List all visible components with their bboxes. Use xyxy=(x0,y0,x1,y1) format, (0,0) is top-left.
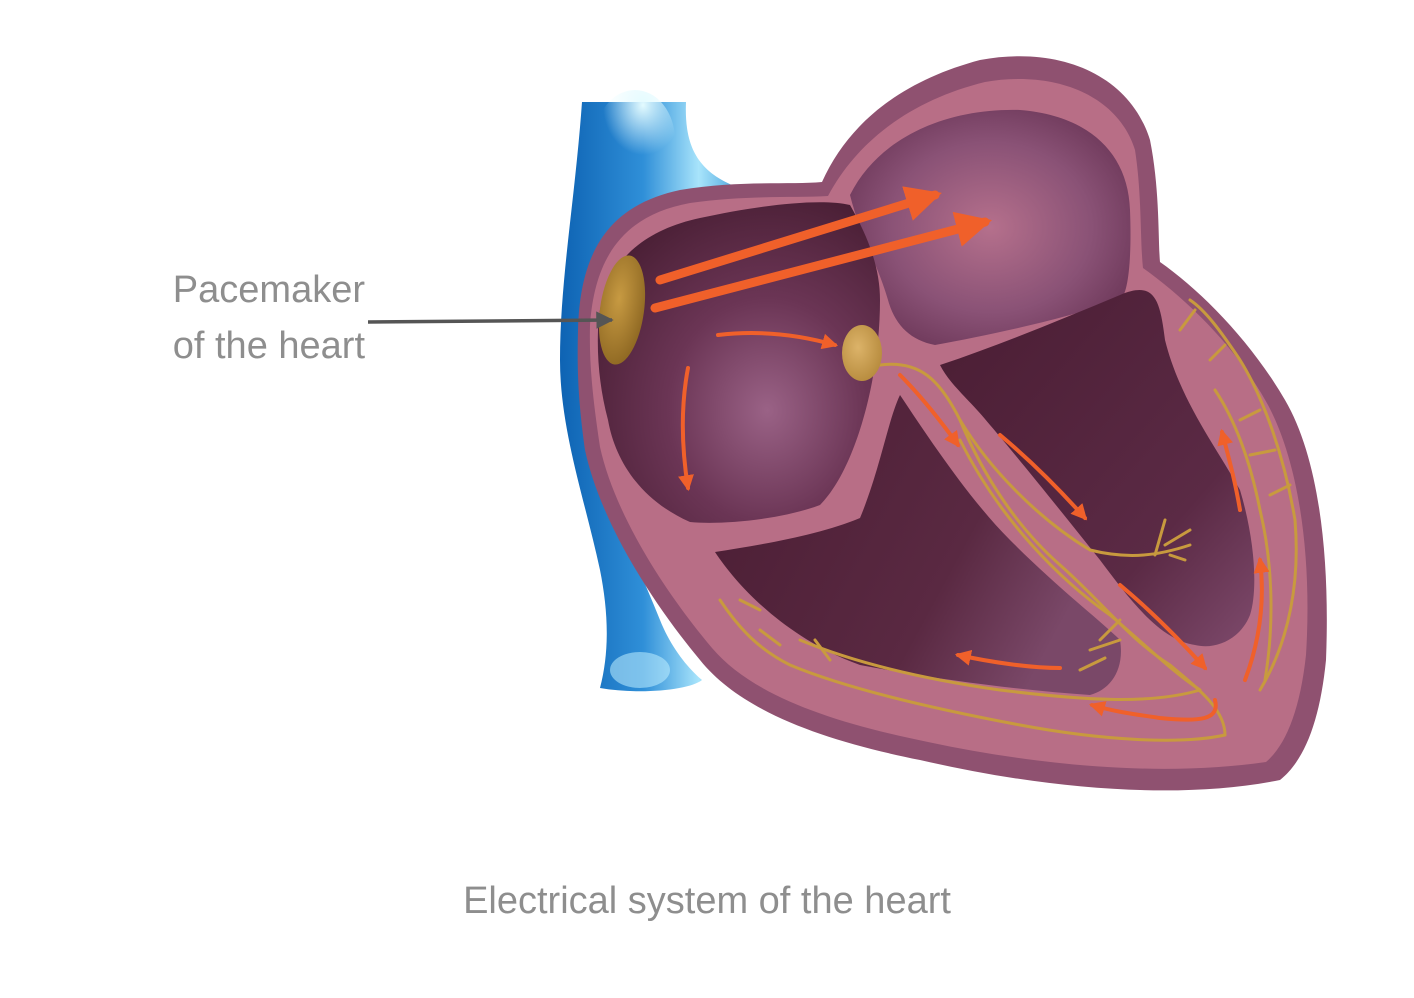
impulse-arrow xyxy=(650,211,992,313)
impulse-arrow xyxy=(1118,583,1208,671)
impulse-arrow xyxy=(1243,556,1270,682)
atrioventricular-node xyxy=(842,325,882,381)
impulse-arrow xyxy=(1088,698,1218,722)
impulse-arrow xyxy=(716,331,839,350)
impulse-arrow xyxy=(678,366,694,492)
impulse-arrows xyxy=(650,186,1270,722)
callout-line-2: of the heart xyxy=(172,325,365,367)
impulse-arrow xyxy=(898,373,960,448)
pacemaker-callout: Pacemaker of the heart xyxy=(95,262,365,374)
impulse-arrow xyxy=(954,649,1062,670)
conduction-fibers xyxy=(718,298,1298,742)
right-atrium xyxy=(597,202,880,523)
impulse-arrow xyxy=(655,186,942,285)
diagram-caption: Electrical system of the heart xyxy=(463,880,951,922)
callout-line-1: Pacemaker xyxy=(172,269,365,311)
impulse-arrow xyxy=(998,433,1088,521)
impulse-arrow xyxy=(1217,428,1242,512)
pointer-arrow-icon xyxy=(367,311,614,329)
sinoatrial-node xyxy=(598,255,646,365)
right-ventricle xyxy=(715,395,1121,695)
